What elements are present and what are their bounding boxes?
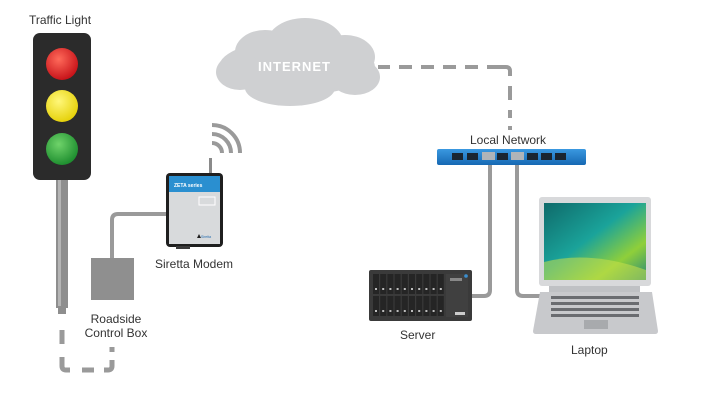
server-drive-led <box>389 310 392 312</box>
server-drive-led <box>375 288 377 290</box>
control-box-label: Roadside Control Box <box>76 312 156 340</box>
server-drive-bay <box>373 274 379 294</box>
red-light <box>46 48 78 80</box>
modem-antenna <box>209 158 212 174</box>
dashed-cable-pole-to-box <box>59 330 115 373</box>
server-drive-bay <box>387 274 394 294</box>
laptop-label: Laptop <box>571 343 608 357</box>
server-drive-led <box>418 288 421 290</box>
server-drive-bay <box>416 274 423 294</box>
green-light <box>46 133 78 165</box>
server-drive-bay <box>394 274 401 294</box>
yellow-light <box>46 90 78 122</box>
siretta-modem-label: Siretta Modem <box>155 257 234 271</box>
server-drive-bay <box>401 296 408 316</box>
server-drive-bay <box>437 274 444 294</box>
server-drive-led <box>375 310 377 312</box>
server-drive-bay <box>401 274 408 294</box>
server-drive-led <box>382 310 385 312</box>
laptop-keyboard <box>551 296 639 317</box>
modem-brand-text: Siretta <box>201 235 211 239</box>
server-drive-bay <box>416 296 423 316</box>
local-network-label: Local Network <box>470 133 547 147</box>
server <box>369 270 472 321</box>
wireless-signal-icon <box>211 123 242 154</box>
server-drive-bay <box>423 296 430 316</box>
cable-switch-to-laptop <box>515 160 540 298</box>
server-drive-led <box>439 288 442 290</box>
laptop-trackpad <box>584 320 608 329</box>
server-drive-bay <box>380 296 387 316</box>
server-drive-bay <box>437 296 444 316</box>
server-drive-bay <box>380 274 387 294</box>
server-drive-bay <box>387 296 394 316</box>
traffic-light-pole <box>56 178 68 308</box>
server-label: Server <box>400 328 436 342</box>
control-box-label-line1: Roadside <box>90 312 142 326</box>
modem-series-text: ZETA series <box>174 183 203 189</box>
server-drive-bay <box>409 296 415 316</box>
server-drive-led <box>389 288 392 290</box>
server-drive-bay <box>373 296 379 316</box>
laptop <box>533 197 658 334</box>
server-drive-led <box>382 288 385 290</box>
server-drive-led <box>425 310 428 312</box>
server-drive-led <box>396 310 399 312</box>
server-drive-led <box>439 310 442 312</box>
server-drive-bay <box>409 274 415 294</box>
cable-box-to-modem <box>110 212 168 258</box>
dashed-cable-internet-to-network <box>378 65 512 130</box>
server-drive-led <box>403 288 406 290</box>
server-drive-led <box>403 310 406 312</box>
server-drive-led <box>396 288 399 290</box>
server-drive-bay <box>430 296 437 316</box>
server-drive-bay <box>423 274 430 294</box>
server-drive-led <box>411 288 413 290</box>
control-box-label-line2: Control Box <box>84 326 148 340</box>
roadside-control-box <box>91 258 134 300</box>
traffic-light-label: Traffic Light <box>29 13 92 27</box>
server-drive-led <box>425 288 428 290</box>
cable-switch-to-server <box>472 160 492 298</box>
server-drive-led <box>418 310 421 312</box>
server-drive-bay <box>394 296 401 316</box>
traffic-light <box>33 33 91 180</box>
server-drive-bay <box>430 274 437 294</box>
server-drive-led <box>432 310 435 312</box>
siretta-modem: ZETA series Siretta <box>166 173 223 249</box>
server-drive-led <box>411 310 413 312</box>
internet-cloud <box>216 18 380 106</box>
network-switch <box>437 149 586 165</box>
server-drive-led <box>432 288 435 290</box>
internet-label: INTERNET <box>258 59 331 74</box>
